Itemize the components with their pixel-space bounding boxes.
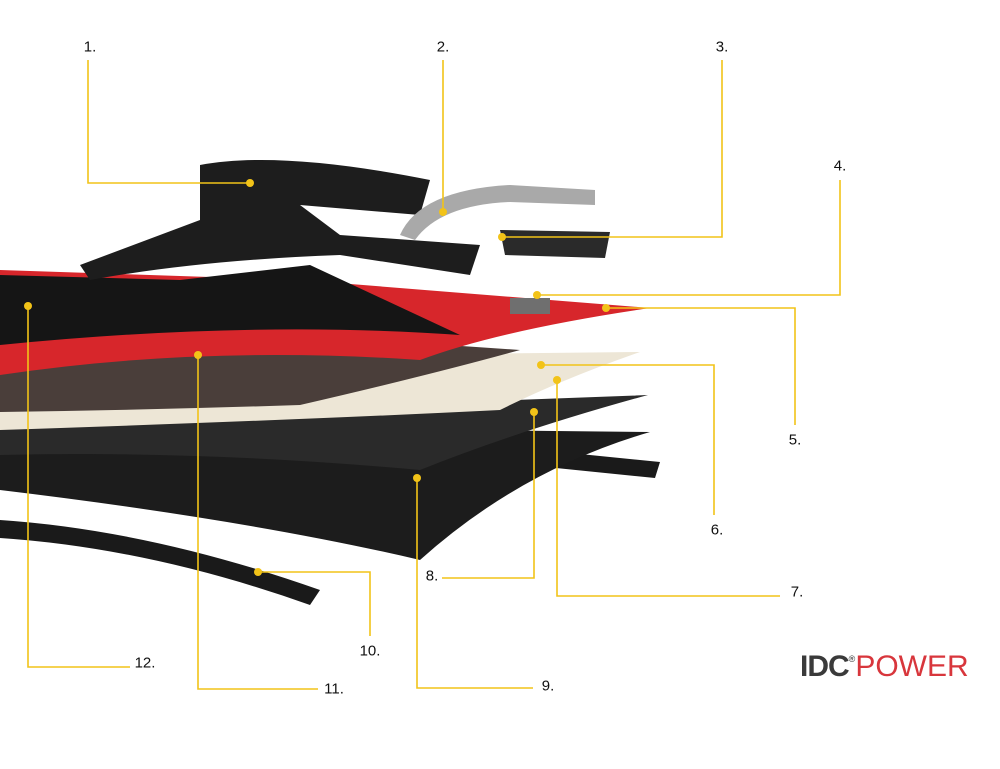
leader-lines — [27, 60, 841, 690]
strap — [80, 160, 480, 280]
label-2: 2. — [436, 38, 450, 56]
label-10: 10. — [359, 642, 381, 660]
leader-4 — [537, 180, 841, 296]
d-ring — [400, 185, 595, 240]
label-6: 6. — [710, 521, 724, 539]
label-11: 11. — [324, 680, 344, 698]
label-5: 5. — [788, 431, 802, 449]
leader-7 — [556, 380, 780, 597]
leader-6 — [541, 364, 715, 515]
hose-piece-right — [556, 452, 660, 478]
leader-12 — [27, 306, 130, 668]
leader-11 — [197, 355, 318, 690]
rivet-fastener — [510, 298, 550, 314]
leader-10 — [258, 571, 371, 636]
label-8: 8. — [425, 567, 439, 585]
label-3: 3. — [715, 38, 729, 56]
leader-8 — [442, 412, 535, 579]
leader-5 — [606, 307, 796, 425]
leader-1 — [87, 60, 250, 184]
idc-power-logo: IDC ® POWER — [800, 650, 969, 684]
leader-dots — [24, 179, 610, 576]
logo-registered: ® — [848, 654, 856, 664]
label-4: 4. — [833, 157, 847, 175]
buckle — [500, 230, 610, 258]
label-7: 7. — [790, 583, 804, 601]
leader-9 — [416, 478, 533, 689]
black-foam-layer — [0, 265, 460, 345]
label-12: 12. — [134, 654, 156, 672]
logo-idc: IDC — [800, 650, 850, 683]
label-9: 9. — [541, 677, 555, 695]
bottom-black-sheet — [0, 430, 650, 560]
leader-3 — [502, 60, 723, 238]
corrugated-hose — [0, 520, 320, 605]
logo-power: POWER — [855, 650, 969, 683]
label-1: 1. — [83, 38, 97, 56]
